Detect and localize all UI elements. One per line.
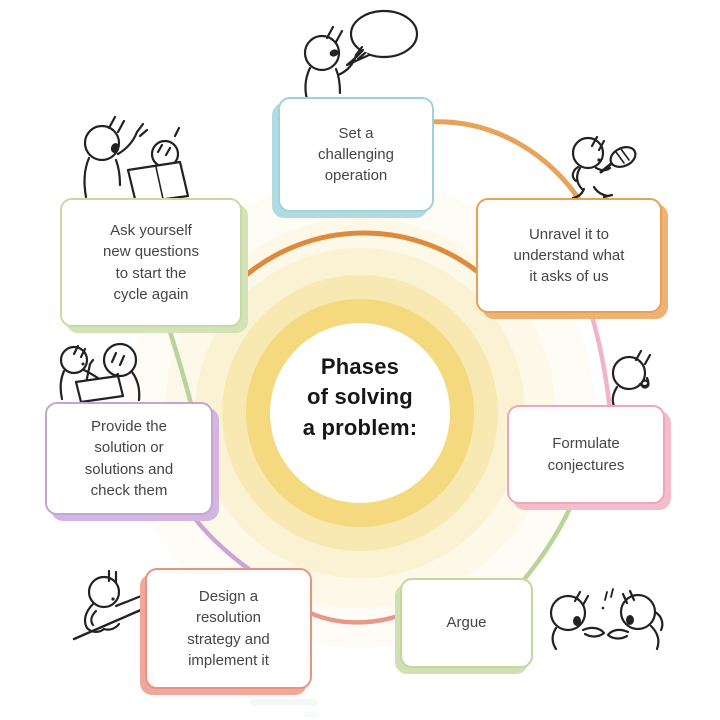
phase-box-ask-new-questions: Ask yourself new questions to start the …	[60, 198, 242, 327]
bottom-crop-artifact-small	[303, 712, 319, 717]
clipboard-pair-doodle	[59, 342, 141, 404]
phase-label-design-strategy: Design a resolution strategy and impleme…	[187, 587, 270, 669]
phase-box-provide-solution: Provide the solution or solutions and ch…	[45, 402, 213, 515]
phase-label-ask-new-questions: Ask yourself new questions to start the …	[103, 221, 199, 303]
arc-set-to-unravel	[425, 119, 585, 207]
arguing-pair-doodle	[549, 588, 664, 651]
uphill-pointer-doodle	[72, 569, 152, 641]
arc-provide-to-ask	[165, 322, 194, 407]
arc-argue-to-design	[305, 609, 407, 625]
phase-label-unravel-it: Unravel it to understand what it asks of…	[513, 225, 625, 286]
announcer-speech-bubble-doodle	[303, 9, 419, 101]
phase-box-design-strategy: Design a resolution strategy and impleme…	[145, 568, 312, 689]
phase-box-argue: Argue	[400, 578, 533, 668]
diagram-title: Phases of solving a problem:	[302, 354, 418, 440]
arc-cycle-restart	[233, 230, 481, 287]
phase-box-set-challenging-operation: Set a challenging operation	[278, 97, 434, 212]
phase-box-formulate-conjectures: Formulate conjectures	[507, 405, 665, 504]
question-pair-doodle	[83, 115, 190, 205]
phase-label-formulate-conjectures: Formulate conjectures	[547, 435, 625, 474]
thinker-doodle	[611, 349, 652, 408]
arc-formulate-to-argue	[519, 496, 577, 585]
magnifier-walker-doodle	[568, 135, 637, 202]
bottom-crop-artifact	[250, 699, 318, 705]
phase-box-unravel-it: Unravel it to understand what it asks of…	[476, 198, 662, 313]
arc-design-to-provide	[187, 509, 253, 573]
arc-unravel-to-formulate	[587, 307, 613, 413]
phase-label-provide-solution: Provide the solution or solutions and ch…	[84, 417, 174, 499]
phase-label-set-challenging-operation: Set a challenging operation	[318, 124, 394, 185]
phase-label-argue: Argue	[446, 614, 487, 632]
